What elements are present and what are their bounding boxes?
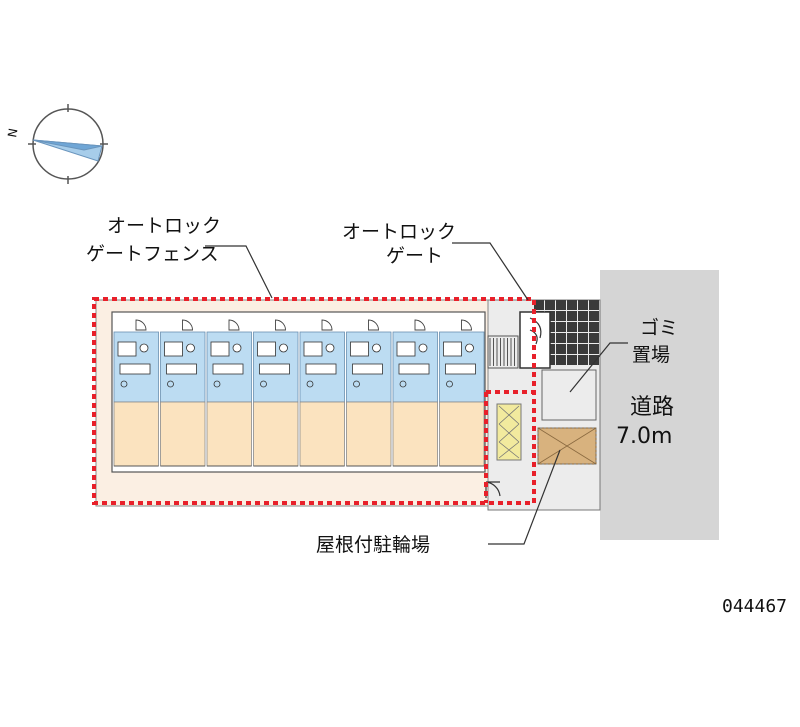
kitchen-icon bbox=[445, 363, 476, 375]
label-autolock-gate-2: ゲート bbox=[386, 245, 443, 267]
kitchen-icon bbox=[398, 363, 430, 375]
compass-icon: N bbox=[5, 104, 108, 184]
apartment-unit bbox=[346, 319, 392, 467]
kitchen-icon bbox=[166, 363, 197, 375]
washer-icon bbox=[306, 380, 314, 388]
garbage-tile bbox=[556, 355, 566, 365]
kitchen-icon bbox=[212, 363, 244, 375]
kitchen-icon bbox=[352, 363, 383, 375]
garbage-tile bbox=[589, 300, 599, 310]
garbage-tile bbox=[589, 344, 599, 354]
toilet-icon bbox=[418, 343, 428, 353]
garbage-tile bbox=[589, 311, 599, 321]
toilet-icon bbox=[279, 343, 288, 353]
garbage-tile bbox=[567, 333, 577, 343]
bath-icon bbox=[164, 341, 183, 357]
garbage-tile bbox=[556, 311, 566, 321]
bicycle-parking bbox=[537, 427, 597, 465]
garbage-tile bbox=[578, 311, 588, 321]
label-autolock-fence-2: ゲートフェンス bbox=[86, 243, 219, 265]
garbage-tile bbox=[567, 355, 577, 365]
storage-box bbox=[496, 403, 522, 461]
apartment-units bbox=[113, 319, 485, 467]
apartment-unit bbox=[299, 319, 345, 467]
garbage-tile bbox=[578, 355, 588, 365]
toilet-icon bbox=[139, 343, 149, 353]
apartment-unit bbox=[206, 319, 252, 467]
staircase bbox=[487, 335, 519, 369]
garbage-tile bbox=[578, 322, 588, 332]
apartment-unit bbox=[160, 319, 206, 467]
bath-icon bbox=[443, 341, 462, 357]
garbage-tile bbox=[567, 344, 577, 354]
autolock-fence bbox=[92, 297, 536, 505]
toilet-icon bbox=[372, 343, 381, 353]
door-icon bbox=[368, 319, 379, 331]
washer-icon bbox=[213, 380, 221, 388]
property-code: 044467 bbox=[722, 596, 787, 617]
bath-icon bbox=[257, 341, 276, 357]
garbage-tile bbox=[556, 300, 566, 310]
garbage-tile bbox=[578, 300, 588, 310]
garbage-tile bbox=[534, 300, 544, 310]
door-icon bbox=[135, 319, 147, 331]
washer-icon bbox=[399, 380, 407, 388]
road bbox=[600, 270, 719, 540]
bath-icon bbox=[210, 341, 230, 357]
door-icon bbox=[321, 319, 333, 331]
garbage-tile bbox=[567, 300, 577, 310]
apartment-unit bbox=[439, 319, 485, 467]
label-road-2: 7.0m bbox=[616, 424, 672, 449]
leader-gate bbox=[452, 242, 529, 301]
toilet-icon bbox=[465, 343, 474, 353]
garbage-zone bbox=[541, 369, 597, 421]
garbage-tile bbox=[578, 333, 588, 343]
garbage-tile bbox=[578, 344, 588, 354]
door-icon bbox=[228, 319, 240, 331]
bath-icon bbox=[350, 341, 369, 357]
garbage-tile bbox=[556, 322, 566, 332]
washer-icon bbox=[167, 380, 174, 388]
label-garbage-1: ゴミ bbox=[640, 317, 678, 339]
garbage-tile bbox=[545, 300, 555, 310]
garbage-tile bbox=[589, 355, 599, 365]
leader-garbage bbox=[569, 342, 628, 393]
door-icon bbox=[275, 319, 286, 331]
garbage-tile bbox=[589, 322, 599, 332]
label-garbage-2: 置場 bbox=[632, 344, 670, 366]
label-autolock-fence-1: オートロック bbox=[107, 215, 221, 237]
apartment-unit bbox=[113, 319, 159, 467]
leader-bicycle bbox=[488, 449, 561, 545]
kitchen-icon bbox=[119, 363, 151, 375]
leader-fence bbox=[205, 245, 273, 299]
bath-icon bbox=[303, 341, 323, 357]
apartment-unit bbox=[392, 319, 438, 467]
garbage-tile bbox=[556, 333, 566, 343]
kitchen-icon bbox=[259, 363, 290, 375]
washer-icon bbox=[260, 380, 267, 388]
washer-icon bbox=[120, 380, 128, 388]
bath-icon bbox=[117, 341, 137, 357]
north-label: N bbox=[5, 127, 20, 138]
label-autolock-gate-1: オートロック bbox=[342, 221, 456, 243]
door-icon bbox=[461, 319, 472, 331]
door-icon bbox=[414, 319, 426, 331]
bath-icon bbox=[396, 341, 416, 357]
door-icon bbox=[182, 319, 193, 331]
garbage-tile bbox=[556, 344, 566, 354]
apartment-unit bbox=[253, 319, 299, 467]
toilet-icon bbox=[186, 343, 195, 353]
washer-icon bbox=[353, 380, 360, 388]
garbage-tile bbox=[589, 333, 599, 343]
toilet-icon bbox=[325, 343, 335, 353]
garbage-tile bbox=[567, 322, 577, 332]
washer-icon bbox=[446, 380, 453, 388]
label-bicycle-parking: 屋根付駐輪場 bbox=[316, 534, 430, 556]
kitchen-icon bbox=[305, 363, 337, 375]
toilet-icon bbox=[232, 343, 242, 353]
label-road-1: 道路 bbox=[630, 395, 674, 420]
garbage-tile bbox=[567, 311, 577, 321]
